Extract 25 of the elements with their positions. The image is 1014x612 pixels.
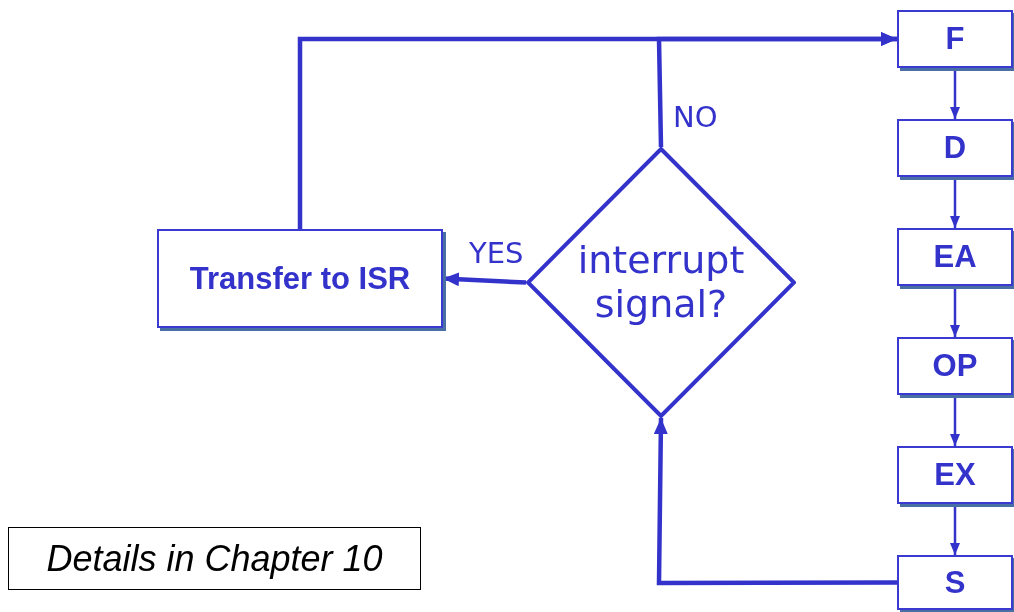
process-box — [897, 446, 1013, 504]
note-box — [8, 527, 421, 590]
arrow — [950, 68, 960, 119]
node-text: interrupt signal? — [576, 238, 746, 327]
process-box — [897, 119, 1013, 177]
node-text: S — [944, 564, 966, 601]
node-text: F — [945, 21, 965, 57]
node-text: D — [943, 130, 967, 166]
arrow — [950, 286, 960, 337]
node-text: EA — [933, 239, 977, 275]
process-box — [897, 337, 1013, 395]
arrow — [297, 32, 897, 229]
node-text: Transfer to ISR — [189, 260, 411, 297]
arrow — [950, 504, 960, 555]
arrow — [950, 395, 960, 446]
process-box — [897, 228, 1013, 286]
arrow — [653, 417, 897, 586]
decision-diamond — [526, 147, 796, 418]
process-box — [897, 555, 1013, 610]
node-text: OP — [932, 348, 978, 384]
process-box — [157, 229, 443, 328]
process-box — [897, 10, 1013, 68]
arrow — [950, 177, 960, 228]
node-text: Details in Chapter 10 — [46, 537, 383, 580]
node-text: EX — [934, 457, 976, 493]
